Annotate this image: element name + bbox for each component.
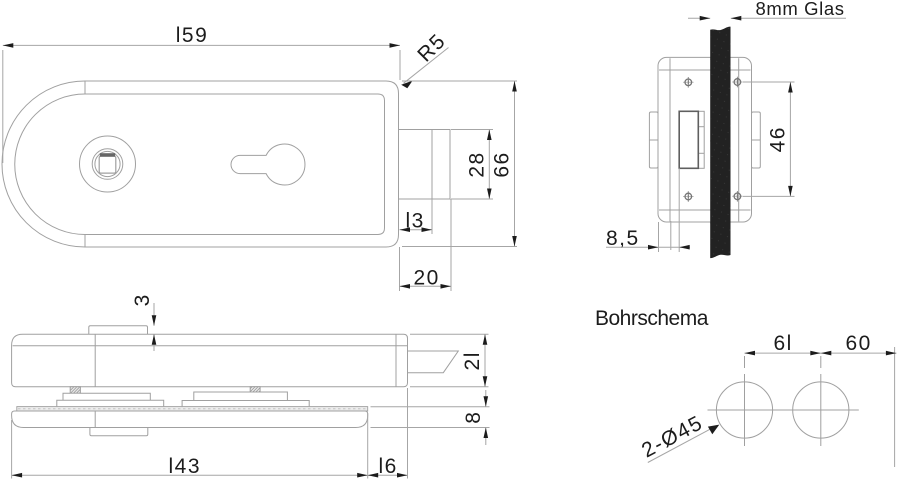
svg-text:66: 66 xyxy=(491,151,514,177)
svg-text:60: 60 xyxy=(846,332,872,355)
svg-text:8,5: 8,5 xyxy=(606,227,640,250)
svg-text:l43: l43 xyxy=(169,455,202,478)
svg-text:46: 46 xyxy=(767,126,790,152)
svg-text:l6: l6 xyxy=(379,455,398,478)
svg-text:3: 3 xyxy=(131,293,154,306)
svg-text:20: 20 xyxy=(414,266,440,289)
svg-text:6l: 6l xyxy=(774,332,793,355)
svg-text:Bohrschema: Bohrschema xyxy=(595,307,709,330)
svg-text:2l: 2l xyxy=(461,351,484,370)
svg-text:l59: l59 xyxy=(176,24,209,47)
svg-text:28: 28 xyxy=(466,151,489,177)
svg-text:8: 8 xyxy=(462,411,485,424)
svg-text:l3: l3 xyxy=(406,210,425,233)
svg-text:8mm Glas: 8mm Glas xyxy=(756,0,845,19)
